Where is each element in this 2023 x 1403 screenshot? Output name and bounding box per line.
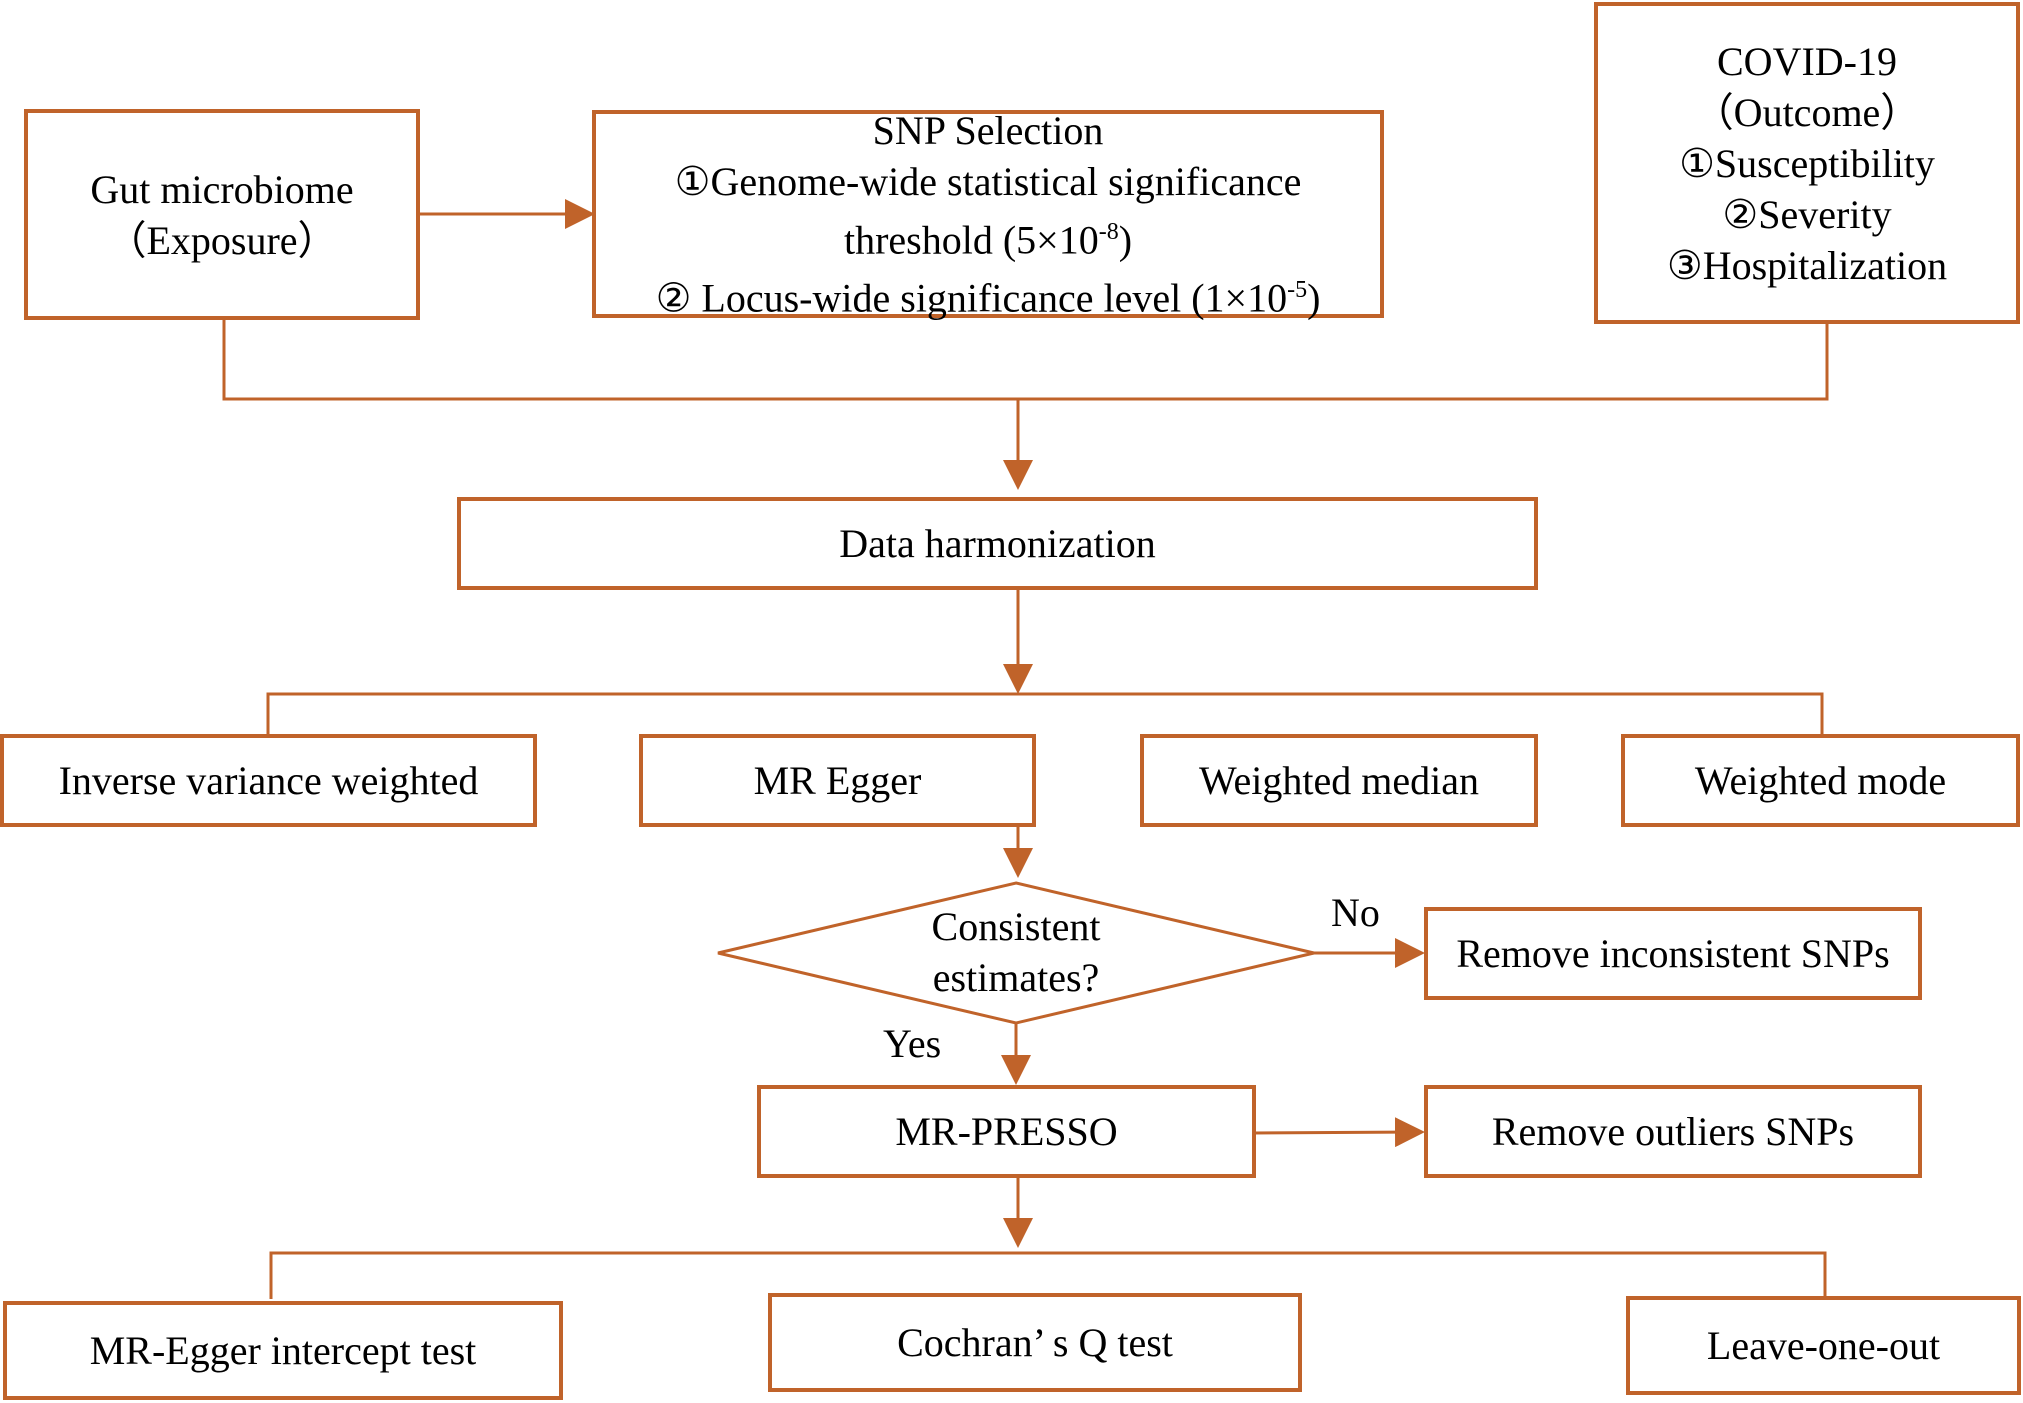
remove-outliers-box: Remove outliers SNPs	[1424, 1085, 1922, 1178]
snp-selection-box: SNP Selection ①Genome-wide statistical s…	[592, 108, 1384, 320]
weighted-mode-label: Weighted mode	[1694, 758, 1947, 803]
decision-line-2: estimates?	[932, 955, 1100, 1000]
covid-outcome-box: COVID-19 （Outcome） ①Susceptibility ②Seve…	[1594, 2, 2020, 324]
arrow-presso-to-remove-outliers	[1253, 1117, 1425, 1148]
mr-presso-box: MR-PRESSO	[757, 1085, 1256, 1178]
connector-tests-bus	[269, 1251, 1827, 1299]
data-harmonization-box: Data harmonization	[457, 497, 1538, 590]
cochran-q-box: Cochran’ s Q test	[768, 1293, 1302, 1392]
decision-text: Consistent estimates?	[866, 901, 1166, 1003]
connector-gut-covid-merge	[222, 318, 1829, 401]
gut-line-1: Gut microbiome	[90, 166, 354, 212]
mr-egger-box: MR Egger	[639, 734, 1036, 827]
weighted-median-label: Weighted median	[1198, 758, 1480, 803]
decision-line-1: Consistent	[931, 904, 1101, 949]
weighted-mode-box: Weighted mode	[1621, 734, 2020, 827]
snp-threshold: threshold (5×10-8)	[843, 217, 1133, 262]
mr-egger-label: MR Egger	[753, 758, 922, 803]
covid-line-5: ③Hospitalization	[1666, 242, 1948, 288]
cochran-q-label: Cochran’ s Q test	[897, 1320, 1173, 1365]
weighted-median-box: Weighted median	[1140, 734, 1538, 827]
mr-presso-label: MR-PRESSO	[895, 1109, 1118, 1154]
egger-intercept-box: MR-Egger intercept test	[3, 1301, 563, 1400]
remove-inconsistent-label: Remove inconsistent SNPs	[1456, 931, 1890, 976]
ivw-box: Inverse variance weighted	[0, 734, 537, 827]
covid-line-4: ②Severity	[1722, 191, 1892, 237]
covid-line-1: COVID-19	[1717, 38, 1897, 84]
yes-label: Yes	[883, 1021, 942, 1066]
gut-microbiome-box: Gut microbiome （Exposure）	[24, 109, 420, 320]
snp-criterion-1: ①Genome-wide statistical significance	[674, 158, 1302, 204]
snp-title: SNP Selection	[872, 107, 1104, 153]
ivw-label: Inverse variance weighted	[58, 758, 479, 803]
harmonization-label: Data harmonization	[839, 521, 1156, 566]
connector-methods-bus	[266, 692, 1824, 736]
snp-criterion-2: ② Locus-wide significance level (1×10-5)	[655, 275, 1321, 321]
remove-outliers-label: Remove outliers SNPs	[1491, 1109, 1855, 1154]
covid-line-2: （Outcome）	[1693, 89, 1921, 135]
covid-line-3: ①Susceptibility	[1679, 140, 1935, 186]
gut-line-2: （Exposure）	[106, 217, 338, 263]
no-label: No	[1331, 890, 1380, 935]
remove-inconsistent-box: Remove inconsistent SNPs	[1424, 907, 1922, 1000]
leave-one-out-box: Leave-one-out	[1626, 1296, 2021, 1395]
egger-intercept-label: MR-Egger intercept test	[89, 1328, 477, 1373]
leave-one-out-label: Leave-one-out	[1706, 1323, 1941, 1368]
